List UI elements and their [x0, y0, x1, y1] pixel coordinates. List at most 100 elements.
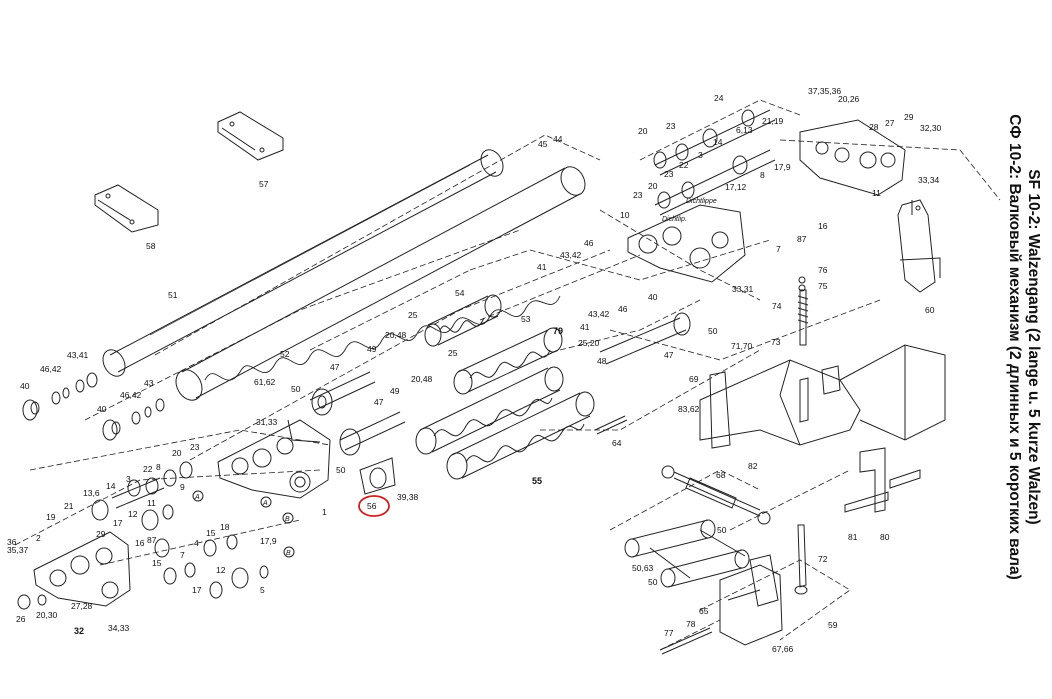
callout-75: 75 — [818, 281, 828, 291]
callout-58: 58 — [146, 241, 156, 251]
callout-44: 44 — [553, 134, 563, 144]
callout-31-33: 31,33 — [256, 417, 278, 427]
callout-14a: 14 — [106, 481, 116, 491]
callout-20-48b: 20,48 — [411, 374, 433, 384]
callout-57: 57 — [259, 179, 269, 189]
callout-20-48a: 20,48 — [385, 330, 407, 340]
callout-3b: 3 — [698, 150, 703, 160]
callout-7b: 7 — [776, 244, 781, 254]
roll-47-right — [599, 312, 691, 365]
callout-14b: 14 — [713, 137, 723, 147]
callout-46b: 46 — [618, 304, 628, 314]
short-roll-shafts — [309, 371, 406, 495]
turnbuckle-68 — [661, 465, 771, 525]
callout-71-70: 71,70 — [731, 341, 753, 351]
callout-73: 73 — [771, 337, 781, 347]
drive-housing-top-right — [799, 119, 906, 196]
callout-46-42b: 46,42 — [120, 390, 142, 400]
gear-housing-right — [627, 204, 746, 283]
callout-40a: 40 — [20, 381, 30, 391]
ref-circle-a-mid — [260, 496, 272, 508]
left-end-assembly-top — [22, 372, 98, 421]
callout-26: 26 — [16, 614, 26, 624]
callout-68: 68 — [716, 470, 726, 480]
highlight-ring-56 — [358, 495, 390, 517]
callout-12b: 12 — [216, 565, 226, 575]
callout-78: 78 — [686, 619, 696, 629]
callout-20c: 20 — [648, 181, 658, 191]
gearbox-bottom-left — [33, 531, 131, 607]
callout-32: 32 — [74, 626, 84, 636]
callout-22b: 22 — [679, 160, 689, 170]
frame-assembly — [699, 344, 946, 449]
callout-39-38: 39,38 — [397, 492, 419, 502]
bracket-57 — [217, 111, 284, 161]
callout-11b: 11 — [872, 188, 881, 198]
callout-9: 9 — [180, 482, 185, 492]
callout-17-9: 17,9 — [260, 536, 277, 546]
ref-circle-b-mid — [282, 512, 294, 524]
ref-a-top: A — [194, 494, 200, 501]
dichtlip-label: Dichtlip. — [662, 216, 687, 223]
callout-59: 59 — [828, 620, 838, 630]
callout-46a: 46 — [584, 238, 594, 248]
callout-37-35-36: 37,35,36 — [808, 86, 841, 96]
callout-8a: 8 — [156, 462, 161, 472]
upper-shaft-stack — [653, 109, 776, 216]
bracket-58 — [94, 184, 159, 233]
callout-43: 43 — [144, 378, 154, 388]
callout-79: 79 — [553, 326, 563, 336]
callout-25a: 25 — [408, 310, 418, 320]
callout-23c: 23 — [664, 169, 674, 179]
callout-7a: 7 — [180, 550, 185, 560]
callout-20a: 20 — [172, 448, 182, 458]
callout-80: 80 — [880, 532, 890, 542]
callout-49b: 49 — [390, 386, 400, 396]
spiral-roll-53 — [453, 327, 563, 395]
callout-87b: 87 — [797, 234, 807, 244]
callout-50e: 50 — [648, 577, 658, 587]
callout-1: 1 — [322, 507, 327, 517]
callout-54: 54 — [455, 288, 465, 298]
callout-29b: 29 — [904, 112, 914, 122]
callout-45: 45 — [538, 139, 548, 149]
callout-41a: 41 — [537, 262, 547, 272]
callout-72: 72 — [818, 554, 828, 564]
title-russian: СФ 10-2: Валковый механизм (2 длинных и … — [1006, 114, 1023, 580]
callout-20-26: 20,26 — [838, 94, 860, 104]
spring-bolt-74 — [797, 276, 809, 346]
callout-50a: 50 — [291, 384, 301, 394]
callout-69: 69 — [689, 374, 699, 384]
callout-43-41: 43,41 — [67, 350, 89, 360]
callout-27: 27 — [885, 118, 895, 128]
long-spiral-roll-52 — [175, 166, 586, 401]
callout-49a: 49 — [367, 344, 377, 354]
callout-35-37: 35,37 — [7, 545, 29, 555]
callout-23a: 23 — [190, 442, 200, 452]
callout-28: 28 — [869, 122, 879, 132]
callout-60: 60 — [925, 305, 935, 315]
callout-20b: 20 — [638, 126, 648, 136]
long-roll-51 — [102, 149, 504, 377]
callout-6-13: 6,13 — [736, 125, 753, 135]
callout-17-12: 17,12 — [725, 182, 747, 192]
callout-16a: 16 — [135, 538, 145, 548]
callout-17b: 17 — [192, 585, 202, 595]
callout-40c: 40 — [648, 292, 658, 302]
callout-43-42b: 43,42 — [588, 309, 610, 319]
callout-61-62: 61,62 — [254, 377, 276, 387]
callout-47b: 47 — [374, 397, 384, 407]
callout-15b: 15 — [206, 528, 216, 538]
left-end-assembly-bottom — [102, 398, 165, 441]
callout-16b: 16 — [818, 221, 828, 231]
callout-33-34: 33,34 — [918, 175, 940, 185]
dichtlippe-label: Dichtlippe — [686, 198, 717, 205]
callout-19: 19 — [46, 512, 56, 522]
bracket-59 — [719, 554, 783, 646]
callout-24: 24 — [714, 93, 724, 103]
callout-21-19: 21,19 — [762, 116, 784, 126]
spiral-roll-79 — [415, 366, 564, 455]
callout-50-63: 50,63 — [632, 563, 654, 573]
callout-83-62: 83,62 — [678, 404, 700, 414]
